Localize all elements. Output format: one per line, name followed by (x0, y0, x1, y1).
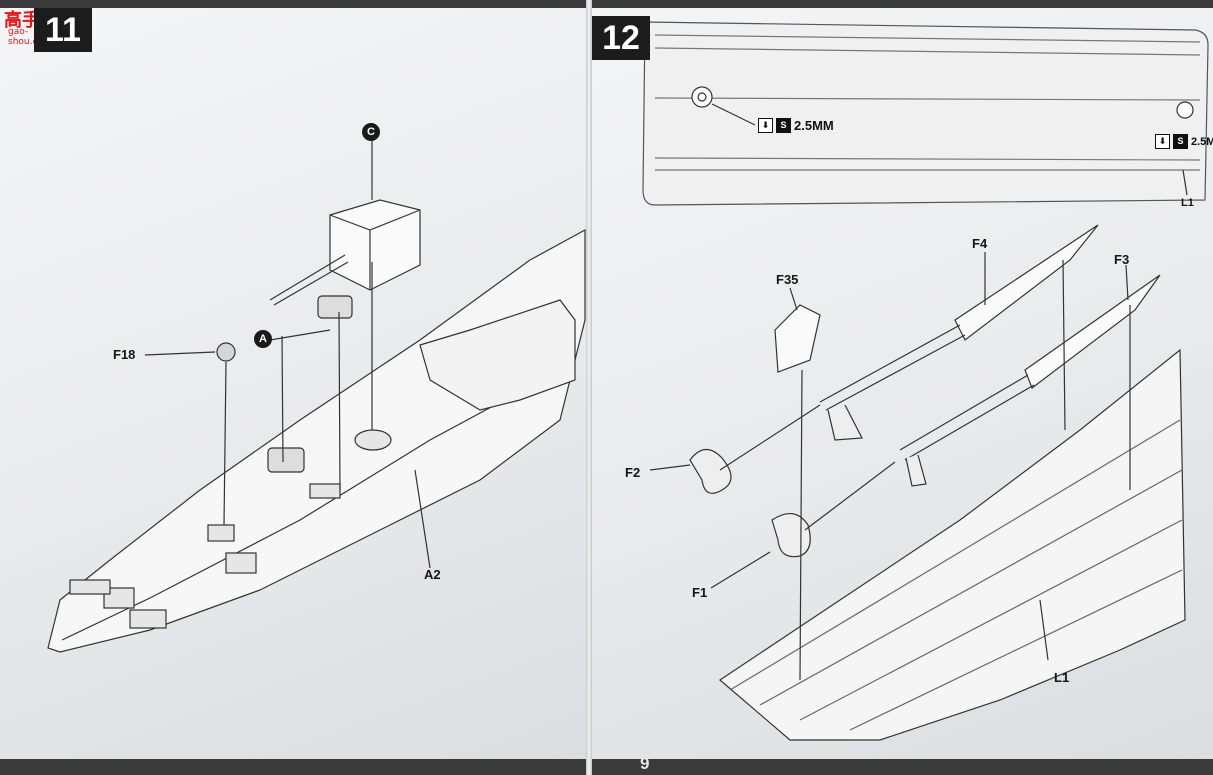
screw-type-icon: S (1173, 134, 1188, 149)
book-spine (586, 0, 592, 775)
screw-type-icon: S (776, 118, 791, 133)
screw-size: 2.5MM (1191, 135, 1213, 148)
sub-assembly-badge-c: C (362, 123, 380, 141)
part-label-f2: F2 (625, 465, 641, 480)
part-label-l1-bottom: L1 (1054, 670, 1070, 685)
part-label-a2: A2 (424, 567, 441, 582)
part-label-f18: F18 (113, 347, 136, 362)
page-number: 9 (640, 754, 650, 773)
sub-assembly-badge-a: A (254, 330, 272, 348)
screw-direction-icon: ⬇ (1155, 134, 1170, 149)
part-label-f3: F3 (1114, 252, 1130, 267)
part-label-f35: F35 (776, 272, 799, 287)
step-number-left: 11 (34, 8, 92, 52)
part-label-l1-top: L1 (1181, 197, 1194, 209)
screw-direction-icon: ⬇ (758, 118, 773, 133)
part-label-f1: F1 (692, 585, 708, 600)
screw-size: 2.5MM (794, 118, 834, 133)
screw-note-1: ⬇ S 2.5MM (758, 118, 834, 133)
screw-note-2: ⬇ S 2.5MM (1155, 134, 1213, 149)
part-label-f4: F4 (972, 236, 988, 251)
step-number-right: 12 (592, 16, 650, 60)
logo-sub-text: gao-shou.com (8, 27, 52, 47)
